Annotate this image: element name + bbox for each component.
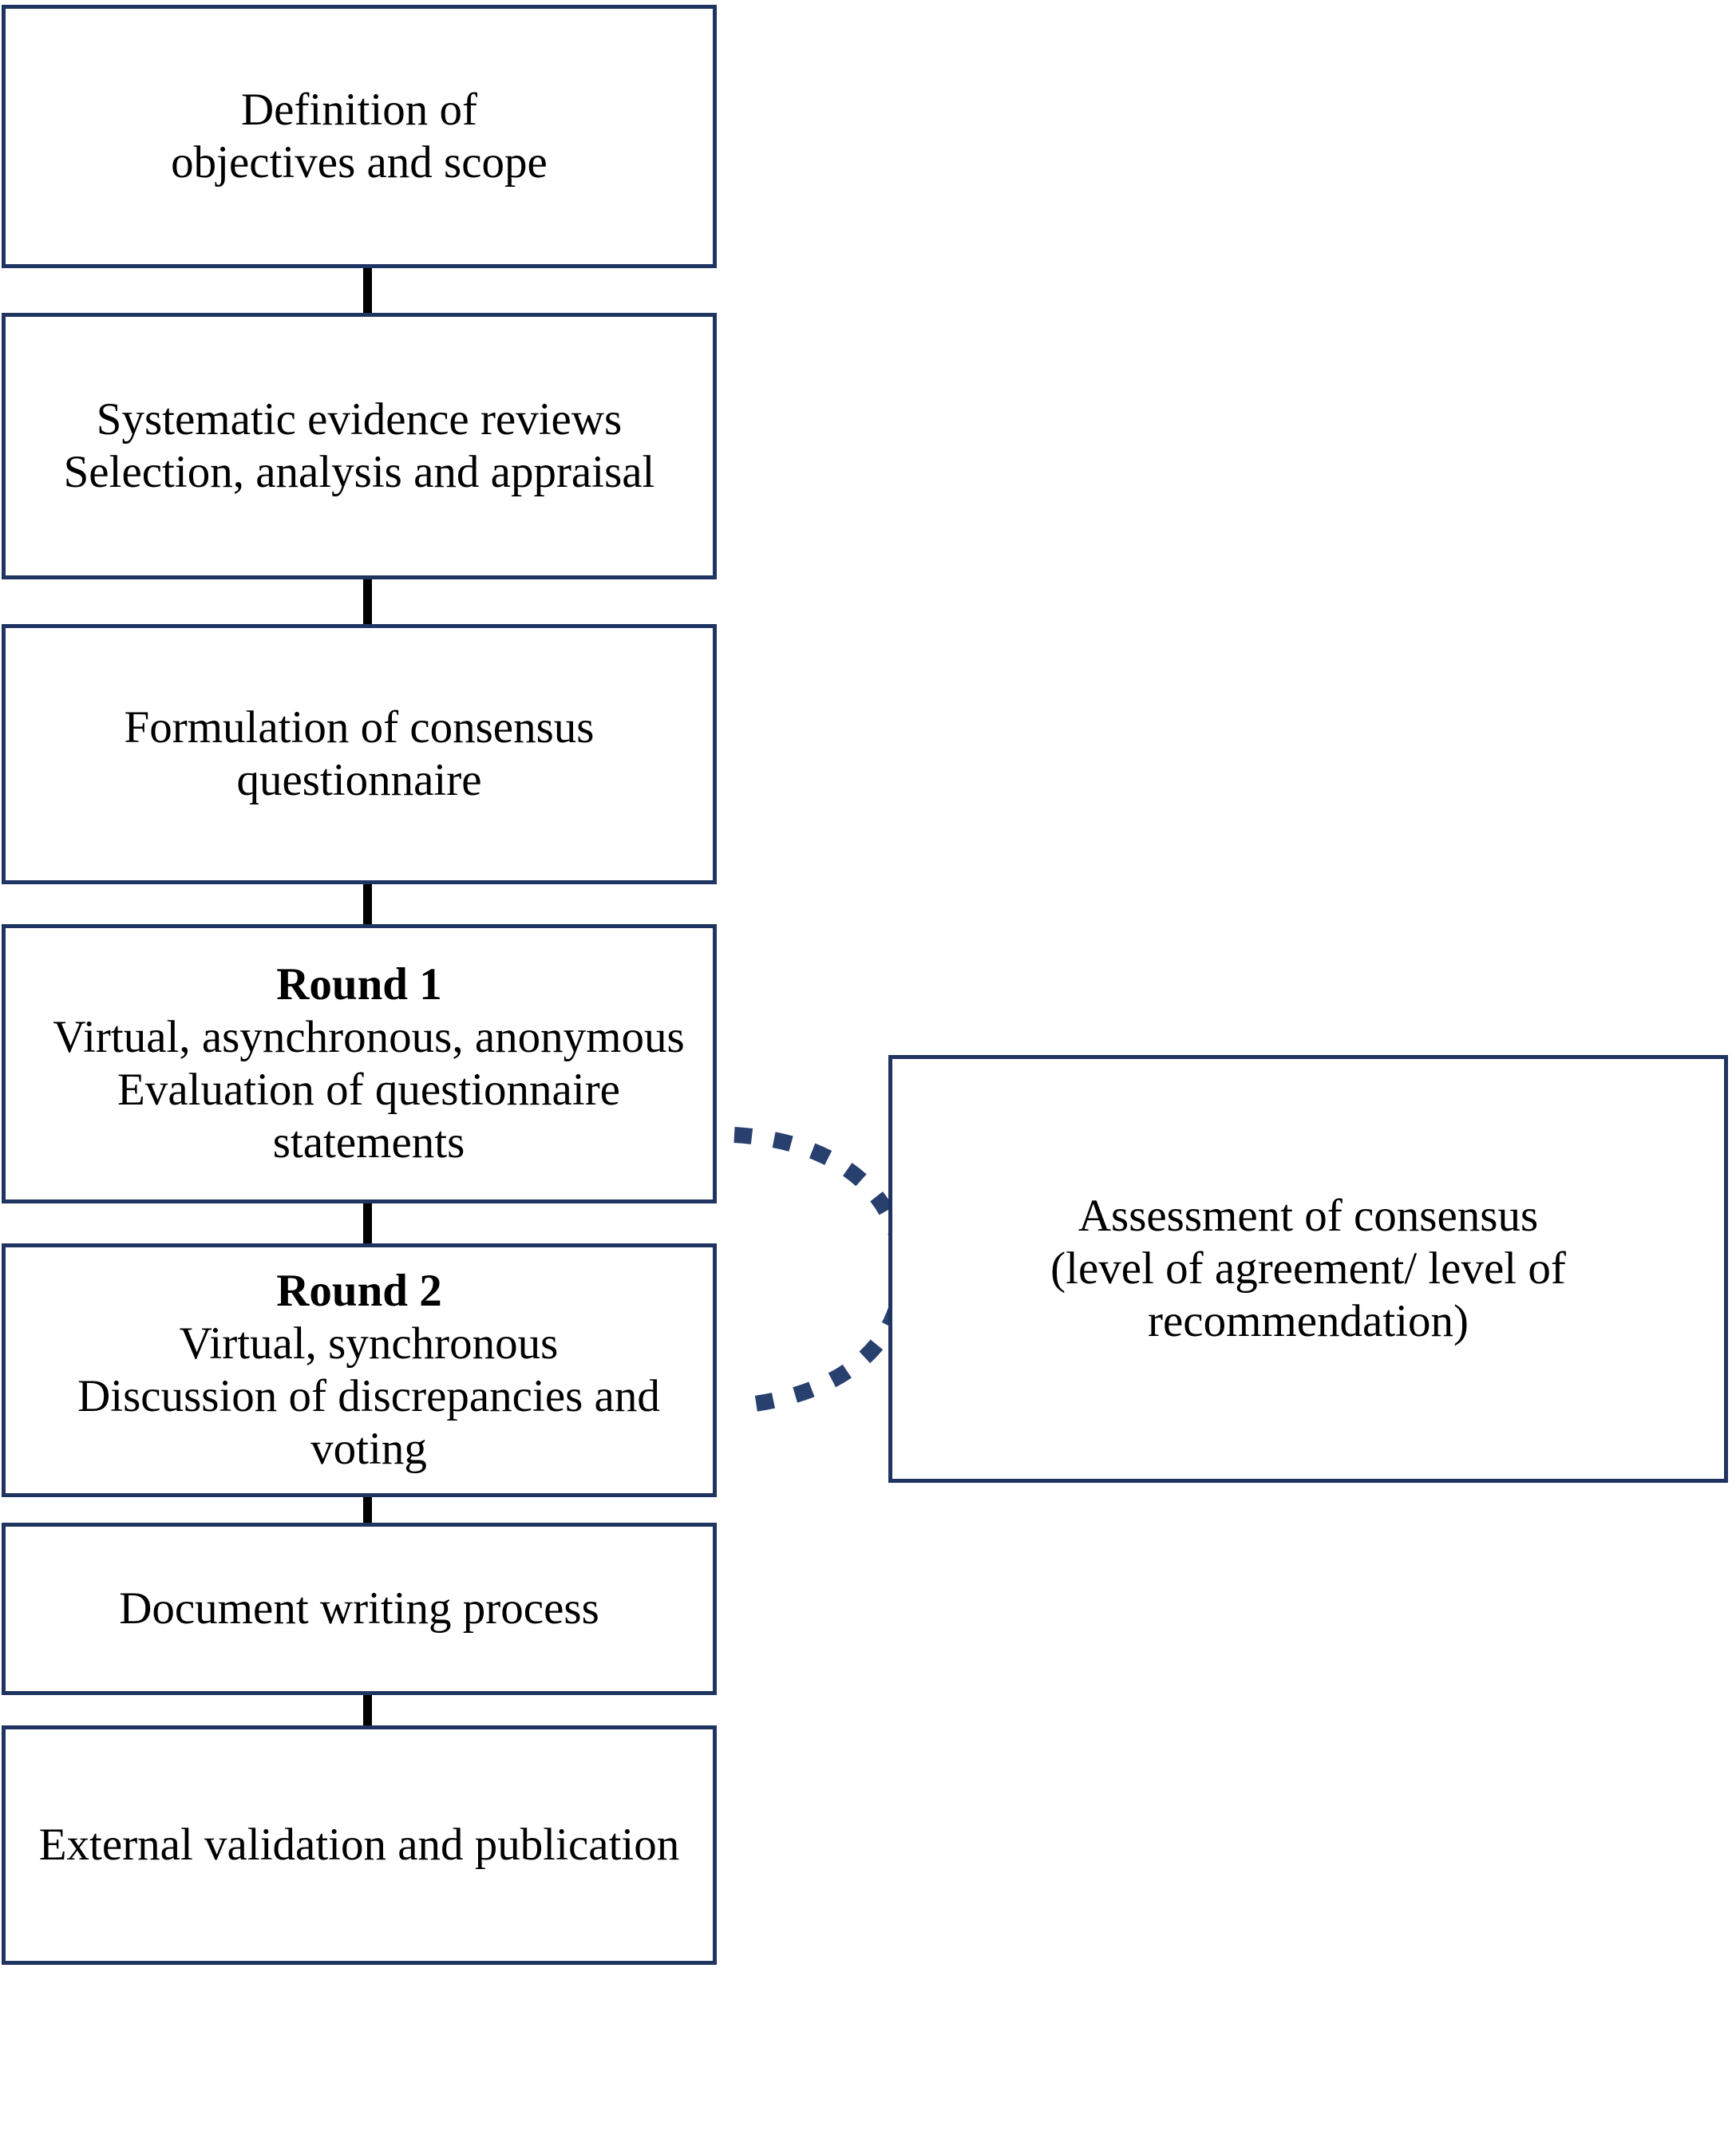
- node-questionnaire-label: Formulation of consensus questionnaire: [124, 701, 595, 805]
- node-writing-label: Document writing process: [119, 1583, 599, 1634]
- node-systematic-evidence-reviews: Systematic evidence reviews Selection, a…: [2, 313, 717, 579]
- connector-round1-to-round2: [363, 1200, 372, 1247]
- node-round-1: Round 1 Virtual, asynchronous, anonymous…: [2, 924, 717, 1203]
- connector-reviews-to-questionnaire: [363, 576, 372, 627]
- node-round2-label: Virtual, synchronous Discussion of discr…: [77, 1318, 660, 1475]
- node-validation-label: External validation and publication: [38, 1819, 680, 1870]
- node-reviews-label: Systematic evidence reviews Selection, a…: [63, 393, 655, 497]
- node-definition-of-objectives-and-scope: Definition of objectives and scope: [2, 5, 717, 268]
- node-round1-label: Virtual, asynchronous, anonymous Evaluat…: [53, 1011, 685, 1168]
- node-round2-title: Round 2: [276, 1265, 442, 1316]
- connector-writing-to-validation: [363, 1692, 372, 1729]
- node-external-validation-and-publication: External validation and publication: [2, 1725, 717, 1965]
- node-formulation-of-consensus-questionnaire: Formulation of consensus questionnaire: [2, 624, 717, 884]
- connector-objectives-to-reviews: [363, 265, 372, 316]
- node-round1-title: Round 1: [276, 958, 442, 1010]
- node-document-writing-process: Document writing process: [2, 1523, 717, 1695]
- connector-round2-to-writing: [363, 1494, 372, 1526]
- node-round2-content: Round 2 Virtual, synchronous Discussion …: [6, 1265, 713, 1476]
- dotted-arc-connector-rounds-to-assessment: [734, 1127, 911, 1414]
- connector-questionnaire-to-round1: [363, 881, 372, 927]
- node-round1-content: Round 1 Virtual, asynchronous, anonymous…: [6, 958, 713, 1169]
- node-objectives-label: Definition of objectives and scope: [171, 84, 548, 188]
- node-round-2: Round 2 Virtual, synchronous Discussion …: [2, 1243, 717, 1497]
- node-assessment-label: Assessment of consensus (level of agreem…: [1050, 1190, 1566, 1347]
- node-assessment-of-consensus: Assessment of consensus (level of agreem…: [888, 1055, 1728, 1483]
